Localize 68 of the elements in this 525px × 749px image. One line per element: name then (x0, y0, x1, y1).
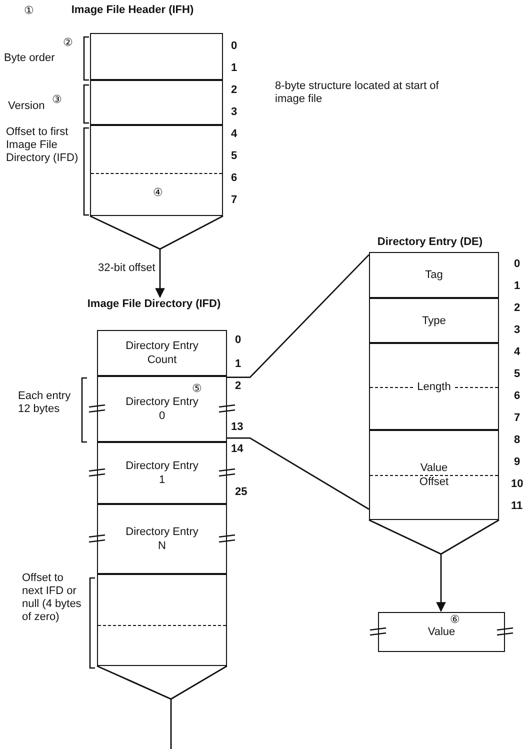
callout-number: ⑤ (192, 382, 202, 395)
field-box (97, 376, 227, 442)
byte-offset-number: 1 (235, 358, 242, 371)
arrow (155, 249, 165, 298)
field-box (97, 574, 227, 666)
connector-line (227, 254, 370, 378)
field-box (97, 442, 227, 504)
annotation-text: Byte order (4, 52, 56, 65)
callout-number: ⑥ (450, 613, 460, 626)
field-box (97, 504, 227, 574)
field-label: Value (428, 625, 456, 639)
byte-offset-number: 25 (235, 486, 248, 499)
field-box (90, 80, 223, 125)
field-box (97, 330, 227, 376)
byte-offset-number: 8 (514, 434, 520, 447)
byte-offset-number: 6 (231, 172, 238, 185)
field-label: Tag (425, 268, 443, 282)
byte-offset-number: 0 (231, 40, 238, 53)
byte-offset-number: 11 (511, 500, 523, 513)
annotation-text: 8-byte structure located at start of image file (275, 80, 440, 106)
field-box (369, 343, 499, 430)
byte-offset-number: 3 (231, 106, 238, 119)
byte-offset-number: 6 (514, 390, 520, 403)
field-label: Directory Entry N (124, 525, 200, 553)
byte-offset-number: 13 (231, 421, 244, 434)
byte-offset-number: 4 (231, 128, 238, 141)
field-label: Length (413, 380, 455, 394)
connector-line (170, 699, 172, 749)
field-box (369, 252, 499, 298)
byte-offset-number: 5 (514, 368, 520, 381)
annotation-text: Each entry 12 bytes (18, 390, 72, 416)
field-label: Type (422, 314, 446, 328)
field-label: Directory Entry 0 (124, 395, 200, 423)
byte-offset-number: 0 (514, 258, 520, 271)
field-box (90, 33, 223, 80)
arrow (436, 554, 446, 612)
section-heading: Directory Entry (DE) (376, 236, 484, 248)
field-box (378, 612, 505, 652)
callout-number: ③ (52, 93, 62, 106)
annotation-text: Offset to first Image File Directory (IFD) (6, 126, 80, 165)
field-label: Value Offset (418, 461, 450, 489)
annotation-text: Version (8, 100, 45, 113)
byte-offset-number: 0 (235, 334, 242, 347)
section-heading: Image File Directory (IFD) (86, 298, 222, 310)
byte-offset-number: 2 (514, 302, 520, 315)
callout-number: ① (24, 4, 34, 17)
byte-offset-number: 1 (231, 62, 238, 75)
byte-offset-number: 2 (235, 380, 242, 393)
field-label: Directory Entry Count (124, 339, 200, 367)
field-label: Directory Entry 1 (124, 459, 200, 487)
field-box (369, 430, 499, 520)
byte-offset-number: 7 (514, 412, 520, 425)
field-box (369, 298, 499, 343)
callout-number: ④ (153, 186, 163, 199)
byte-offset-number: 1 (514, 280, 520, 293)
byte-offset-number: 9 (514, 456, 520, 469)
section-heading: Image File Header (IFH) (70, 4, 195, 16)
byte-offset-number: 10 (511, 478, 524, 491)
annotation-text: Offset to next IFD or null (4 bytes of zero) (22, 572, 82, 624)
byte-offset-number: 2 (231, 84, 238, 97)
byte-offset-number: 7 (231, 194, 238, 207)
connector-line (227, 437, 370, 510)
byte-offset-number: 3 (514, 324, 520, 337)
byte-offset-number: 5 (231, 150, 238, 163)
byte-offset-number: 4 (514, 346, 520, 359)
field-box (90, 125, 223, 216)
byte-offset-number: 14 (231, 443, 244, 456)
callout-number: ② (63, 36, 73, 49)
